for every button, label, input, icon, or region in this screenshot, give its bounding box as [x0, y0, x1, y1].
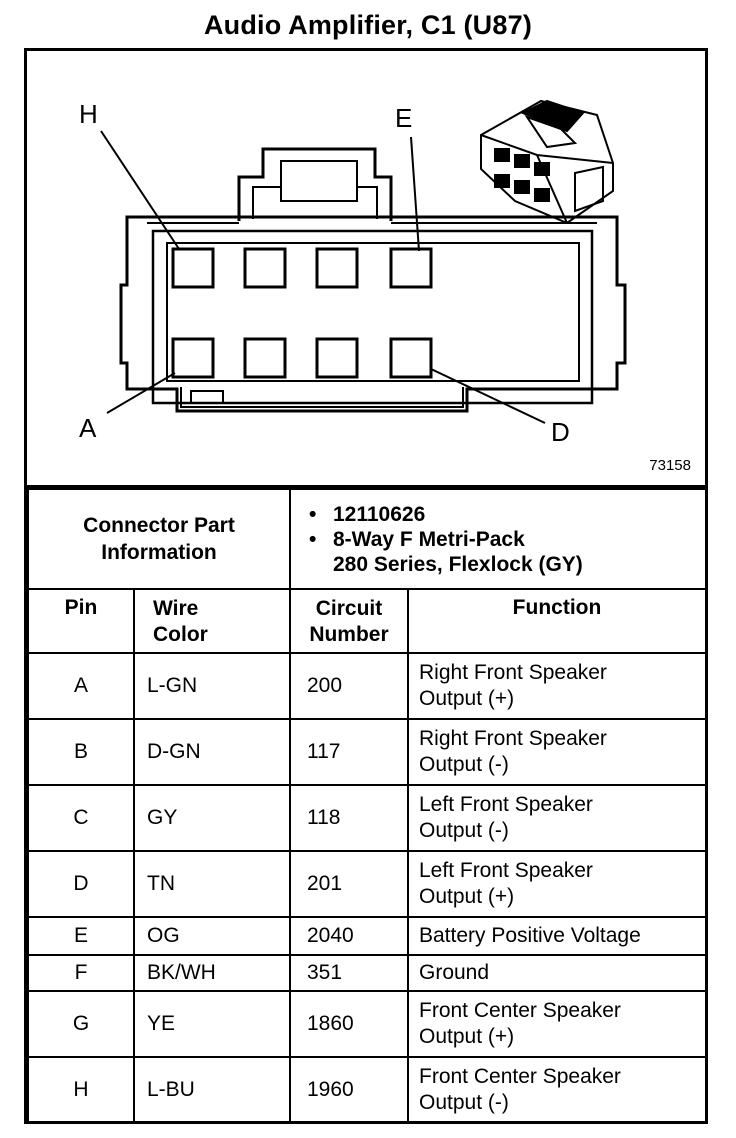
connector-info-details: 12110626 8-Way F Metri-Pack 280 Series, … — [288, 488, 708, 590]
cell-wire-color: D-GN — [133, 718, 291, 786]
callout-h: H — [79, 99, 98, 129]
callout-e: E — [395, 103, 413, 133]
figure-number: 73158 — [649, 457, 691, 474]
cell-pin: H — [27, 1056, 135, 1124]
cell-pin: F — [27, 954, 135, 992]
cell-wire-color: TN — [133, 850, 291, 918]
cell-pin: A — [27, 652, 135, 720]
pinout-table: Connector Part Information 12110626 8-Wa… — [27, 488, 708, 1124]
header-function: Function — [406, 588, 708, 654]
connector-info-label: Connector Part Information — [27, 488, 291, 590]
cell-circuit: 351 — [289, 954, 409, 992]
cell-circuit: 118 — [289, 784, 409, 852]
header-pin: Pin — [27, 588, 135, 654]
callout-a: A — [79, 413, 97, 443]
table-header-row: Pin Wire Color Circuit Number Function — [27, 588, 708, 654]
table-row: C GY 118 Left Front Speaker Output (-) — [27, 784, 708, 852]
cell-function: Battery Positive Voltage — [406, 916, 708, 956]
cell-pin: B — [27, 718, 135, 786]
table-row: H L-BU 1960 Front Center Speaker Output … — [27, 1056, 708, 1124]
cell-function: Left Front Speaker Output (+) — [406, 850, 708, 918]
cell-circuit: 1860 — [289, 990, 409, 1058]
callout-d: D — [551, 417, 570, 447]
header-circuit-number: Circuit Number — [289, 588, 409, 654]
cell-function: Right Front Speaker Output (+) — [406, 652, 708, 720]
connector-sheet: H E A D 73158 Connector Part Information… — [24, 48, 708, 1124]
cell-pin: D — [27, 850, 135, 918]
connector-description-line2: 280 Series, Flexlock (GY) — [333, 552, 583, 576]
part-number: 12110626 — [309, 502, 705, 527]
connector-info-row: Connector Part Information 12110626 8-Wa… — [27, 488, 708, 590]
cell-circuit: 200 — [289, 652, 409, 720]
cell-circuit: 1960 — [289, 1056, 409, 1124]
cell-pin: E — [27, 916, 135, 956]
table-row: G YE 1860 Front Center Speaker Output (+… — [27, 990, 708, 1058]
table-row: D TN 201 Left Front Speaker Output (+) — [27, 850, 708, 918]
cell-function: Left Front Speaker Output (-) — [406, 784, 708, 852]
cell-function: Front Center Speaker Output (-) — [406, 1056, 708, 1124]
page-title: Audio Amplifier, C1 (U87) — [203, 10, 533, 40]
table-row: E OG 2040 Battery Positive Voltage — [27, 916, 708, 956]
cell-wire-color: OG — [133, 916, 291, 956]
cell-circuit: 2040 — [289, 916, 409, 956]
header-wire-color: Wire Color — [133, 588, 291, 654]
cell-wire-color: BK/WH — [133, 954, 291, 992]
connector-3d-view — [480, 99, 614, 225]
cell-wire-color: YE — [133, 990, 291, 1058]
cell-pin: G — [27, 990, 135, 1058]
cell-pin: C — [27, 784, 135, 852]
cell-function: Front Center Speaker Output (+) — [406, 990, 708, 1058]
cell-function: Ground — [406, 954, 708, 992]
pin-cavities — [171, 247, 433, 379]
cell-circuit: 201 — [289, 850, 409, 918]
connector-face-drawing — [100, 99, 627, 424]
cell-wire-color: GY — [133, 784, 291, 852]
connector-description-line1: 8-Way F Metri-Pack — [309, 527, 705, 552]
table-row: B D-GN 117 Right Front Speaker Output (-… — [27, 718, 708, 786]
cell-wire-color: L-GN — [133, 652, 291, 720]
cell-wire-color: L-BU — [133, 1056, 291, 1124]
table-row: F BK/WH 351 Ground — [27, 954, 708, 992]
cell-function: Right Front Speaker Output (-) — [406, 718, 708, 786]
callout-leaders — [100, 130, 546, 424]
table-row: A L-GN 200 Right Front Speaker Output (+… — [27, 652, 708, 720]
cell-circuit: 117 — [289, 718, 409, 786]
connector-diagram: H E A D 73158 — [27, 51, 705, 488]
